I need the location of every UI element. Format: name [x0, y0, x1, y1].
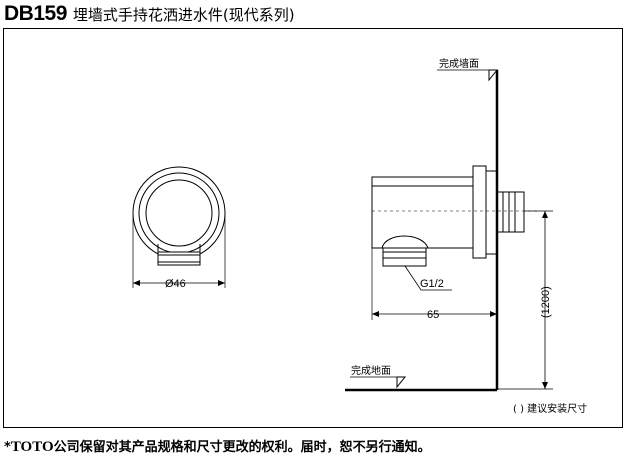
diameter-label: Ø46: [165, 278, 186, 290]
wall-flange: [472, 165, 487, 259]
height-label: (1200): [540, 286, 552, 318]
model-code: DB159: [4, 2, 67, 25]
install-note: ( ) 建议安装尺寸: [513, 402, 587, 415]
rear-thread: [496, 191, 525, 233]
drawing-frame: [3, 28, 623, 428]
flange-plate: [485, 170, 498, 255]
body-outline: [371, 176, 474, 249]
depth-label: 65: [427, 309, 439, 321]
title-bar: DB159 埋墙式手持花洒进水件(现代系列): [4, 2, 295, 26]
brand-name: TOTO: [10, 439, 54, 455]
disclaimer-text: 公司保留对其产品规格和尺寸更改的权利。届时，恕不另行通知。: [53, 440, 431, 455]
thread-label: G1/2: [420, 278, 444, 290]
footer-disclaimer: *TOTO公司保留对其产品规格和尺寸更改的权利。届时，恕不另行通知。: [4, 436, 431, 456]
outlet-thread: [382, 247, 427, 267]
side-view: [345, 69, 553, 392]
front-nozzle: [157, 244, 201, 253]
inner-face: [145, 179, 213, 247]
wall-marker: [488, 69, 499, 82]
outer-ring: [132, 166, 226, 260]
footer-asterisk: *: [4, 440, 11, 455]
floor-marker: [396, 376, 407, 389]
front-view: [132, 166, 226, 288]
wall-label: 完成墙面: [439, 57, 479, 70]
floor-label: 完成地面: [351, 364, 391, 377]
middle-ring: [138, 172, 220, 254]
thread-leader: [404, 265, 452, 291]
product-name: 埋墙式手持花洒进水件(现代系列): [72, 6, 295, 24]
front-thread: [157, 251, 201, 266]
outlet-dome: [381, 235, 429, 249]
